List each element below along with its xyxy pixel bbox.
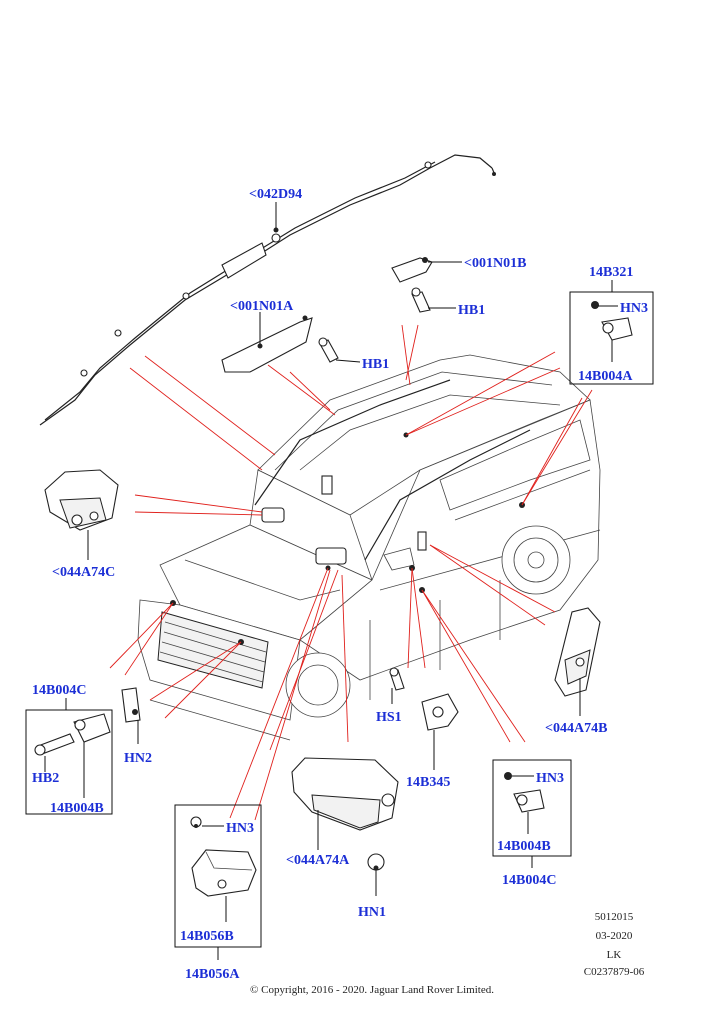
sensor-right-label: 14B004A bbox=[578, 369, 633, 384]
bolt-hb1-top-label: HB1 bbox=[458, 303, 485, 318]
sensor-group-mid: HN3 14B004B 14B004C bbox=[492, 759, 572, 888]
sensor-mid-label: 14B004B bbox=[497, 839, 551, 854]
sensor-group-mid-label: 14B004C bbox=[502, 873, 556, 888]
screw-hs1-label: HS1 bbox=[376, 710, 402, 725]
curtain-airbag-roof-label: <042D94 bbox=[249, 187, 302, 202]
curtain-airbag-roof: <042D94 bbox=[39, 154, 496, 426]
nut-hn3-right-label: HN3 bbox=[620, 301, 648, 316]
passenger-airbag: <044A74A HN1 bbox=[286, 757, 399, 920]
driver-airbag: <044A74C bbox=[44, 469, 119, 580]
sensor-center-label: 14B345 bbox=[406, 775, 450, 790]
vehicle-outline bbox=[137, 354, 601, 741]
control-module-group-label: 14B056A bbox=[185, 967, 240, 982]
sensor-group-right-label: 14B321 bbox=[589, 265, 633, 280]
reference-line-1: 5012015 bbox=[595, 911, 634, 923]
reference-line-3: LK bbox=[607, 949, 622, 961]
module-rear-top-label: <001N01B bbox=[464, 256, 526, 271]
seat-airbag-in-car bbox=[417, 531, 427, 551]
module-rear-left-label: <001N01A bbox=[230, 299, 294, 314]
sensor-group-front-left-label: 14B004C bbox=[32, 683, 86, 698]
bracket-hn2-label: HN2 bbox=[124, 751, 152, 766]
callout-lines bbox=[109, 324, 593, 821]
control-module-group: HN3 14B056B 14B056A bbox=[174, 804, 262, 982]
bolt-hb1-left-label: HB1 bbox=[362, 357, 389, 372]
reference-line-4: C0237879-06 bbox=[584, 966, 645, 978]
sensor-front-left-label: 14B004B bbox=[50, 801, 104, 816]
nut-hn1-label: HN1 bbox=[358, 905, 386, 920]
module-rear-left: <001N01A HB1 bbox=[221, 299, 389, 373]
nut-hn3-mid-label: HN3 bbox=[536, 771, 564, 786]
driver-airbag-in-car bbox=[261, 507, 285, 523]
seat-airbag: <044A74B bbox=[545, 607, 607, 736]
bracket-hn2: HN2 bbox=[121, 687, 152, 766]
bolt-hb2-label: HB2 bbox=[32, 771, 59, 786]
passenger-airbag-in-car bbox=[315, 547, 347, 565]
sensor-group-front-left: 14B004C HB2 14B004B bbox=[25, 683, 113, 816]
sensor-group-right: 14B321 HN3 14B004A bbox=[569, 265, 654, 385]
driver-airbag-label: <044A74C bbox=[52, 565, 115, 580]
control-module-label: 14B056B bbox=[180, 929, 234, 944]
screw-hs1: HS1 bbox=[376, 667, 405, 725]
module-rear-top: <001N01B HB1 bbox=[391, 256, 526, 318]
passenger-airbag-label: <044A74A bbox=[286, 853, 350, 868]
reference-line-2: 03-2020 bbox=[596, 930, 633, 942]
copyright-notice: © Copyright, 2016 - 2020. Jaguar Land Ro… bbox=[250, 984, 494, 996]
reference-block: 5012015 03-2020 LK C0237879-06 bbox=[584, 911, 645, 978]
nut-hn3-module-label: HN3 bbox=[226, 821, 254, 836]
sensor-center: 14B345 bbox=[406, 693, 459, 790]
seat-airbag-label: <044A74B bbox=[545, 721, 607, 736]
roof-module-in-car bbox=[321, 475, 333, 495]
